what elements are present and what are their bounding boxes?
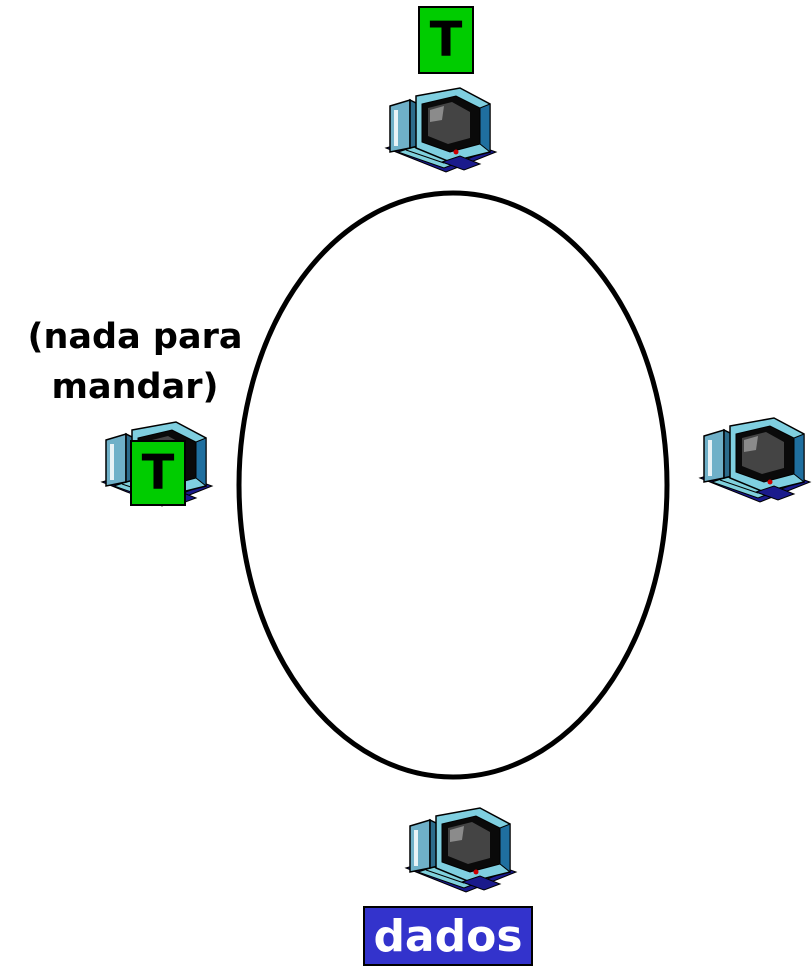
note-line-2: mandar) [51,367,219,407]
desktop-computer-icon [698,417,812,503]
data-frame-label: dados [363,906,533,966]
token-left: T [130,440,186,506]
left-station-note: (nada para mandar) [10,312,260,412]
ring-loop [236,190,670,780]
desktop-computer-icon [384,87,498,173]
station-right [698,416,812,508]
desktop-computer-icon [404,807,518,893]
station-top [384,86,500,178]
station-bottom [404,806,520,898]
note-line-1: (nada para [27,317,243,357]
token-top: T [418,6,474,74]
